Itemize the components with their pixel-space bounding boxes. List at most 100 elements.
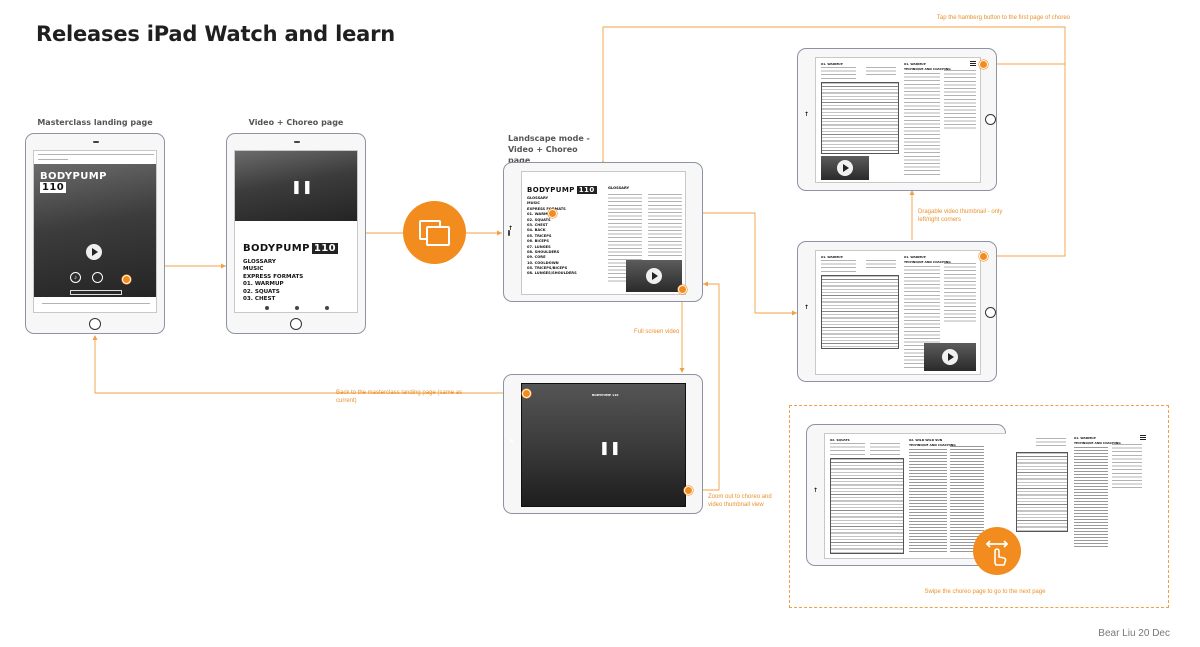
home-button[interactable] [89,318,101,330]
note-hamburger: Tap the hamberg button to the first page… [936,15,1070,21]
menu-item[interactable]: 03. CHEST [527,222,548,227]
hotspot-hamburger-mid[interactable] [979,252,988,261]
home-button[interactable] [510,439,513,442]
rotate-indicator: ↑ [804,304,810,311]
menu-item[interactable]: 02. SQUATS [527,217,551,222]
tab-bar [42,303,150,305]
far-subheading: TECHNIQUE AND COACHING [1074,441,1121,445]
right-heading: 01. WARMUP [904,62,926,66]
camera [294,141,300,143]
glossary-heading: GLOSSARY [608,186,630,190]
menu-item[interactable]: 07. LUNGES [527,244,551,249]
video-player[interactable]: ❚❚ [235,151,357,221]
brand-logo: BODYPUMP 110 [40,171,107,193]
video-thumbnail[interactable] [821,156,869,180]
rotate-indicator: ↑ [813,487,819,494]
hero-photo: BODYPUMP 110 ♪ [34,164,156,297]
play-icon[interactable] [837,160,853,176]
label-landscape: Landscape mode - Video + Choreo page [508,134,590,165]
coaching-col1 [909,449,947,554]
menu-item[interactable]: 06. BICEPS [527,239,550,244]
bottom-toolbar [265,306,329,310]
ipad-choreo-mid: 01. WARMUP 01. WARMUP TECHNIQUE AND COAC… [797,241,997,382]
play-icon[interactable] [646,268,662,284]
menu-item[interactable]: 05. TRICEPS/BICEPS [527,266,568,271]
menu-item[interactable]: 10. COOLDOWN [527,260,559,265]
home-button[interactable] [510,227,513,230]
right-heading: 01. WARMUP [904,255,926,259]
pause-icon[interactable]: ❚❚ [599,440,621,455]
note-back: Back to the masterclass landing page (sa… [336,390,463,405]
menu-item[interactable]: MUSIC [527,201,541,206]
home-button[interactable] [985,114,996,125]
menu-item[interactable]: 08. SHOULDERS [527,249,560,254]
far-heading: 01. WARMUP [1074,436,1096,440]
hamburger-icon[interactable] [970,61,976,66]
play-video-button[interactable] [86,244,102,260]
far-coaching-2 [1112,444,1142,488]
choreo-screen: 01. WARMUP 01. WARMUP TECHNIQUE AND COAC… [815,57,981,183]
menu-item[interactable]: GLOSSARY [527,196,549,200]
fullscreen-video[interactable]: BODYPUMP 110 ❚❚ [521,383,686,507]
home-button[interactable] [985,307,996,318]
author-credit: Bear Liu 20 Dec [1098,628,1170,639]
menu-item[interactable]: 05. TRICEPS [527,233,552,238]
label-video-choreo: Video + Choreo page [248,118,344,127]
home-button[interactable] [290,318,302,330]
camera [93,141,99,143]
nav-bar [38,159,68,161]
menu-item[interactable]: 01. WARMUP [243,281,284,288]
menu-item[interactable]: 03. CHEST [243,295,276,302]
download-button[interactable] [70,290,122,295]
menu-item[interactable]: 09. CORE [527,255,546,260]
hotspot-back[interactable] [522,389,531,398]
coaching-col2 [944,70,976,130]
hamburger-icon[interactable] [1140,435,1146,440]
diagram-title: Releases iPad Watch and learn [36,22,396,46]
header-lines [821,67,856,81]
status-bar [38,154,154,156]
menu-item[interactable]: EXPRESS FORMATS [527,206,566,211]
menu-item[interactable]: GLOSSARY [243,259,276,265]
header-lines [830,443,865,457]
next-header-lines [1036,438,1066,448]
swipe-gesture-indicator [973,527,1021,575]
left-heading: 02. SQUATS [830,438,850,442]
swipe-area [789,405,1169,608]
hotspot-hamburger-top[interactable] [979,60,988,69]
hotspot-landscape-menu[interactable] [548,209,557,218]
pause-icon[interactable]: ❚❚ [291,179,313,194]
left-heading: 01. WARMUP [821,255,843,259]
hotspot-landing[interactable] [122,275,131,284]
menu-item[interactable]: 04. BACK [527,228,546,233]
note-draggable: Dragable video thumbnail - only left/rig… [918,209,1003,224]
ipad-choreo-top: 01. WARMUP 01. WARMUP TECHNIQUE AND COAC… [797,48,997,191]
menu-item[interactable]: 02. SQUATS [243,288,280,295]
fullscreen-photo [522,384,685,506]
next-table [1016,452,1068,532]
coaching-col1 [904,73,940,177]
video-thumbnail[interactable] [626,260,682,292]
rotate-screen-icon [419,220,450,246]
menu-item[interactable]: EXPRESS FORMATS [243,273,304,280]
connector-back-to-landing [94,336,526,394]
hotspot-zoom-out[interactable] [684,486,693,495]
right-subheading: TECHNIQUE AND COACHING [909,443,956,447]
hotspot-landscape-video[interactable] [678,285,687,294]
menu-item[interactable]: MUSIC [243,266,264,273]
far-coaching [1074,447,1108,547]
music-icon[interactable]: ♪ [70,272,81,283]
video-thumbnail[interactable] [924,343,976,371]
connector-hamburger-loop [602,26,1066,257]
menu-item[interactable]: 01. WARMUP [527,212,554,217]
document-icon[interactable] [92,272,103,283]
menu-item[interactable]: 08. LUNGES/SHOULDERS [527,271,577,276]
coaching-col2 [944,263,976,323]
play-icon[interactable] [942,349,958,365]
rotate-indicator: ↑ [804,111,810,118]
